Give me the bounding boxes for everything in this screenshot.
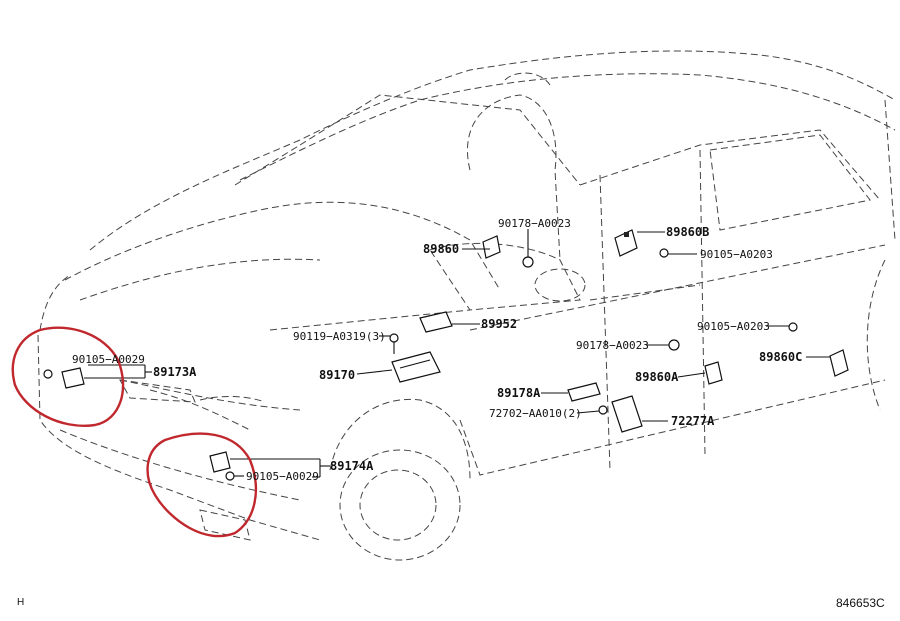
corner-mark: H <box>17 597 24 608</box>
label-90105-A0203-top: 90105−A0203 <box>700 248 773 261</box>
figure-id: 846653C <box>836 596 885 610</box>
label-89174A: 89174A <box>330 459 374 473</box>
label-72277A: 72277A <box>671 414 715 428</box>
bolt-90119 <box>389 333 399 343</box>
label-89860A: 89860A <box>635 370 679 384</box>
label-89178A: 89178A <box>497 386 541 400</box>
label-89860: 89860 <box>423 242 459 256</box>
label-90178-top: 90178−A0023 <box>498 217 571 230</box>
sensor-89174A <box>209 451 231 473</box>
bolt-90105-A0029-bottom <box>225 471 235 481</box>
bolt-90105-A0203-mid <box>788 322 798 332</box>
highlight-circle-front-bottom <box>146 432 258 538</box>
sensor-89178A <box>567 382 601 402</box>
label-90105-A0029-bottom: 90105−A0029 <box>246 470 319 483</box>
label-90105-A0203-mid: 90105−A0203 <box>697 320 770 333</box>
nut-90178-mid <box>668 339 680 351</box>
bolt-90105-A0203-top <box>659 248 669 258</box>
sensor-89173A <box>61 367 85 389</box>
sensor-89860C <box>829 349 849 377</box>
highlight-circle-front-left <box>11 326 125 427</box>
part-labels: 89860 90178−A0023 89860B 90105−A0203 899… <box>72 217 802 483</box>
highlight-marks <box>11 326 258 538</box>
label-89860C: 89860C <box>759 350 802 364</box>
nut-90178-top <box>522 256 534 268</box>
label-72702: 72702−AA010(2) <box>489 407 582 420</box>
bolt-90105-A0029-left <box>43 369 53 379</box>
sensor-89860 <box>482 235 501 259</box>
leader-lines <box>84 229 830 478</box>
label-90119: 90119−A0319(3) <box>293 330 386 343</box>
clip-72702 <box>598 405 608 415</box>
label-89170: 89170 <box>319 368 355 382</box>
label-89173A: 89173A <box>153 365 197 379</box>
label-89952: 89952 <box>481 317 517 331</box>
sensor-parts <box>43 229 849 481</box>
sensor-89860A <box>704 361 723 385</box>
label-89860B: 89860B <box>666 225 709 239</box>
label-90105-A0029-left: 90105−A0029 <box>72 353 145 366</box>
ecu-89170 <box>391 351 441 383</box>
part-72277A <box>611 395 643 433</box>
sensor-89952 <box>419 311 453 333</box>
car-body-outline <box>37 50 896 561</box>
label-90178-mid: 90178−A0023 <box>576 339 649 352</box>
